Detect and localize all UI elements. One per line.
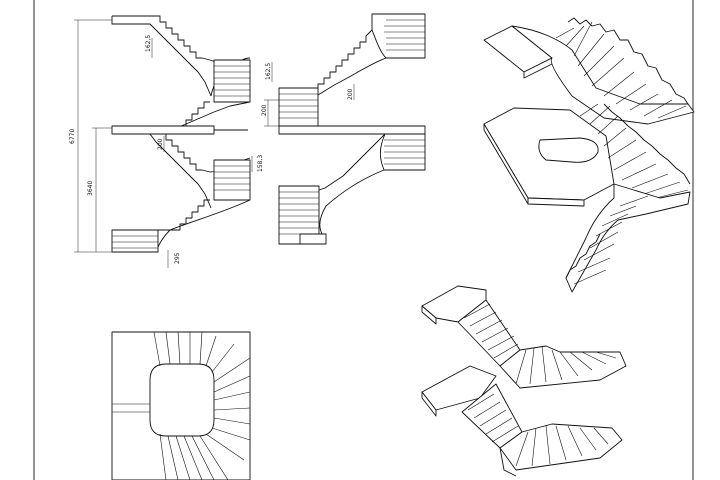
iso-top-bottom-steps xyxy=(573,195,649,285)
straight-steps-upper-mid xyxy=(279,93,318,119)
dim-landing-left: 200 xyxy=(157,138,164,150)
stair-plan-view xyxy=(111,331,251,480)
plan-treads xyxy=(112,331,251,480)
sheet-frame xyxy=(33,0,694,480)
dim-riser-top-left: 162,5 xyxy=(145,35,152,52)
iso-bottom-upper-winders xyxy=(515,345,617,385)
winder-steps-lower-mid xyxy=(384,139,425,165)
stair-isometric-bottom xyxy=(421,285,627,477)
winder-steps-upper-mid xyxy=(384,19,425,51)
winder-steps-upper-left xyxy=(214,65,250,97)
stair-elevation-left xyxy=(74,15,253,268)
dim-landing-top-mid: 200 xyxy=(261,104,268,116)
dim-riser-right: 158,3 xyxy=(257,155,264,172)
dim-riser-top-mid: 162,5 xyxy=(265,63,272,80)
iso-bottom-lower-winders xyxy=(515,425,609,467)
winder-steps-lower-left xyxy=(214,165,250,191)
dimension-labels: 6770 3640 162,5 162,5 200 200 158,3 295 … xyxy=(69,35,354,264)
dim-lower-flight-height: 3640 xyxy=(87,181,94,196)
iso-top-lower-steps xyxy=(579,103,689,199)
dim-bottom-step: 295 xyxy=(174,252,181,264)
iso-top-upper-steps xyxy=(555,21,687,119)
stair-isometric-top xyxy=(483,17,695,293)
stair-elevation-middle xyxy=(264,13,426,245)
dim-total-height: 6770 xyxy=(69,129,76,144)
iso-bottom-lower-flight xyxy=(467,393,519,443)
dim-landing-mid-small: 200 xyxy=(347,88,354,100)
iso-bottom-upper-flight xyxy=(463,303,519,359)
